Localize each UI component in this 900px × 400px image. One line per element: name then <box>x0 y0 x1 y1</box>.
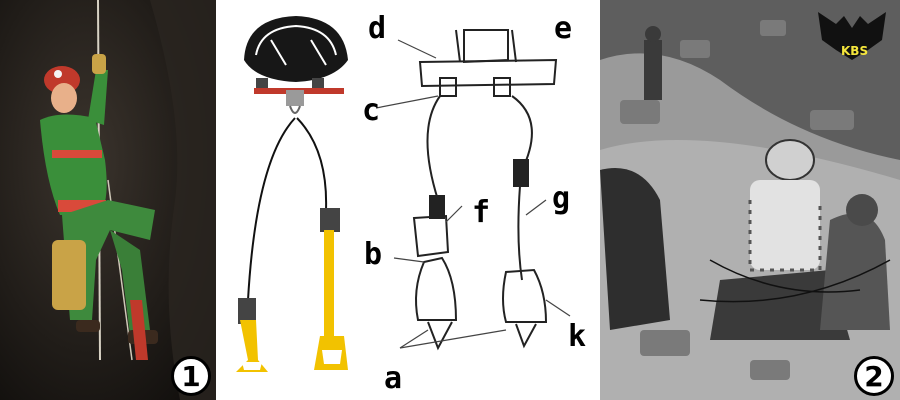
climbers-photo-panel: KBS 2 <box>600 0 900 400</box>
equipment-illustration <box>236 16 571 372</box>
label-f: f <box>472 195 491 230</box>
label-b: b <box>364 237 383 272</box>
kbs-bat-logo <box>818 12 886 60</box>
caver-photo <box>0 0 216 400</box>
line-drawing-harness <box>412 29 558 351</box>
caver-photo-panel: 1 <box>0 0 216 400</box>
label-g: g <box>552 181 571 216</box>
chest-harness-photo <box>244 16 348 114</box>
figure-number-badge: 1 <box>171 356 211 396</box>
kbs-logo-text: KBS <box>841 44 869 58</box>
climbers-photo <box>600 0 900 400</box>
label-d: d <box>368 11 387 46</box>
label-e: e <box>554 11 573 46</box>
right-foot-loop <box>314 208 348 370</box>
label-leader-lines <box>375 39 571 349</box>
label-k: k <box>568 319 587 354</box>
equipment-diagram-panel: d e c f g b k a <box>216 0 600 400</box>
left-foot-loop <box>236 298 268 372</box>
figure-number-badge: 2 <box>854 356 894 396</box>
label-a: a <box>384 361 403 396</box>
label-c: c <box>362 93 381 128</box>
foot-loop-cords <box>247 117 328 301</box>
